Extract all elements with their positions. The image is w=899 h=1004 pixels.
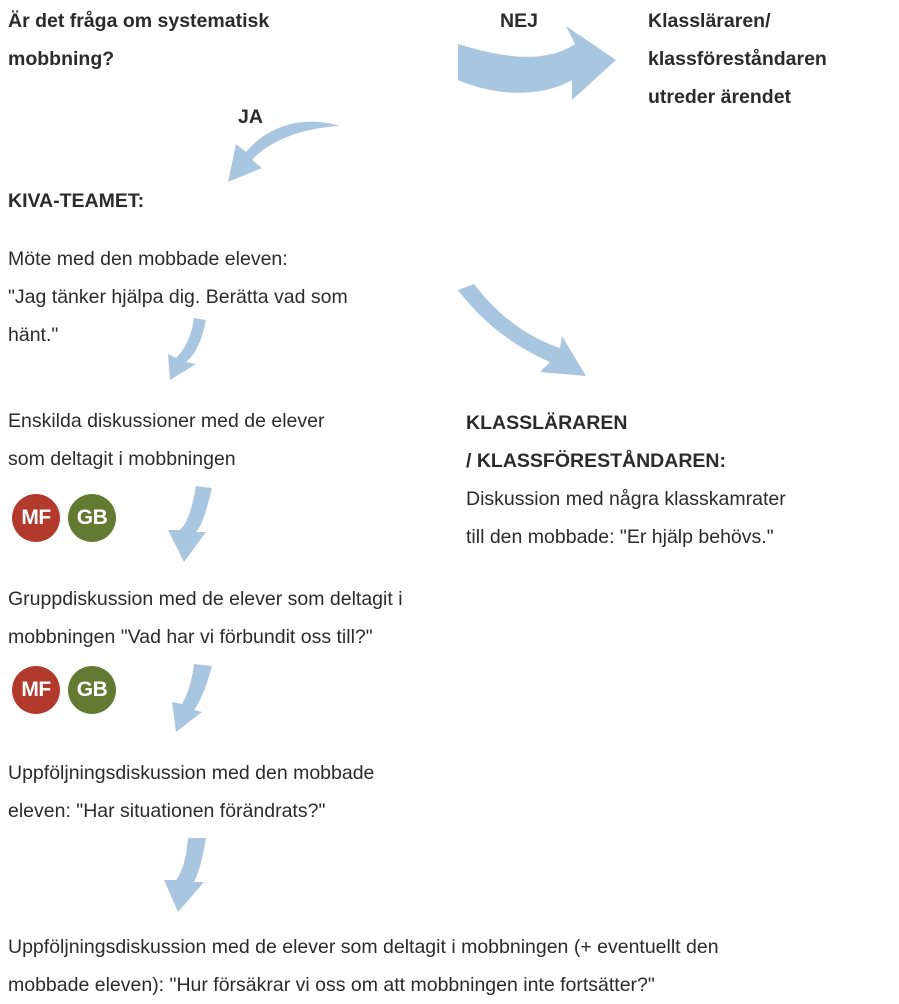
followup-2-line-1: Uppföljningsdiskussion med de elever som… [8,936,719,958]
no-label: NEJ [500,10,538,32]
group-text: Gruppdiskussion med de elever som deltag… [8,580,403,656]
teacher-top-line-1: Klassläraren/ [648,10,771,32]
teacher-top-line-2: klassföreståndaren [648,48,827,70]
teacher-arrow [458,284,586,376]
down-arrow-3 [172,664,212,732]
group-line-1: Gruppdiskussion med de elever som deltag… [8,588,403,610]
individual-text: Enskilda diskussioner med de elever som … [8,402,325,478]
question-text: Är det fråga om systematisk mobbning? [8,2,269,78]
followup-1-line-1: Uppföljningsdiskussion med den mobbade [8,762,375,784]
teacher-block-heading-1: KLASSLÄRAREN [466,412,628,434]
gb-badge-2: GB [68,666,116,714]
teacher-block-line-1: Diskussion med några klasskamrater [466,488,786,510]
teacher-block-heading-2: / KLASSFÖRESTÅNDAREN: [466,450,727,472]
down-arrow-2 [168,486,212,562]
meeting-line-1: Möte med den mobbade eleven: [8,248,288,270]
teacher-block-line-2: till den mobbade: "Er hjälp behövs." [466,526,774,548]
teacher-top-text: Klassläraren/ klassföreståndaren utreder… [648,2,827,116]
followup-2-line-2: mobbade eleven): "Hur försäkrar vi oss o… [8,974,655,996]
meeting-line-2: "Jag tänker hjälpa dig. Berätta vad som [8,286,348,308]
individual-line-2: som deltagit i mobbningen [8,448,236,470]
meeting-text: Möte med den mobbade eleven: "Jag tänker… [8,240,348,354]
gb-badge: GB [68,494,116,542]
teacher-block: KLASSLÄRAREN / KLASSFÖRESTÅNDAREN: Disku… [466,404,786,556]
meeting-line-3: hänt." [8,324,59,346]
individual-line-1: Enskilda diskussioner med de elever [8,410,325,432]
yes-label: JA [238,106,263,128]
mf-badge-2: MF [12,666,60,714]
question-line-2: mobbning? [8,48,115,70]
down-arrow-4 [164,838,206,912]
teacher-top-line-3: utreder ärendet [648,86,792,108]
followup-1-line-2: eleven: "Har situationen förändrats?" [8,800,326,822]
group-line-2: mobbningen "Vad har vi förbundit oss til… [8,626,373,648]
team-heading: KIVA-TEAMET: [8,190,145,212]
mf-badge: MF [12,494,60,542]
followup-2-text: Uppföljningsdiskussion med de elever som… [8,928,719,1004]
followup-1-text: Uppföljningsdiskussion med den mobbade e… [8,754,374,830]
question-line-1: Är det fråga om systematisk [8,10,270,32]
